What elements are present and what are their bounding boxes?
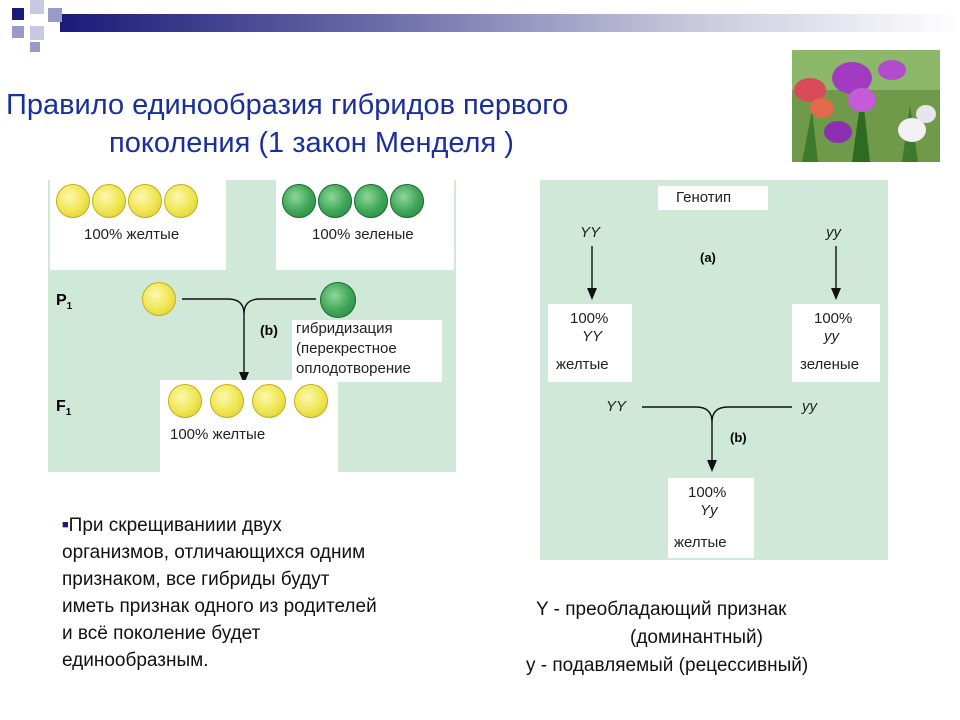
hybrid-result-box: 100% Yy желтые [668, 478, 754, 558]
phenotype-diagram: 100% желтые 100% зеленые P1 F1 гибридиза… [48, 180, 456, 472]
offspring-pea [252, 384, 286, 418]
yellow-pea [164, 184, 198, 218]
offspring-caption: 100% желтые [170, 426, 266, 443]
hybrid-phenotype: желтые [674, 534, 727, 551]
title-line-2: поколения (1 закон Менделя ) [109, 127, 514, 159]
slide-title: Правило единообразия гибридов первого по… [6, 86, 766, 162]
dominant-parent-percent: 100% [570, 310, 609, 327]
cross-genotype-left: YY [606, 398, 627, 415]
parent-yellow-caption: 100% желтые [84, 226, 180, 243]
cross-genotype-right: yy [802, 398, 817, 415]
rule-line-6: единообразным. [62, 650, 209, 671]
parent-green-box: 100% зеленые [276, 180, 454, 270]
process-line-1: гибридизация [296, 320, 393, 337]
genotype-header: Генотип [676, 189, 732, 206]
green-pea [354, 184, 388, 218]
rule-line-2: организмов, отличающихся одним [62, 542, 366, 563]
dominant-parent-genotype: YY [582, 328, 603, 345]
rule-text: ■При скрещиваниии двух организмов, отлич… [62, 512, 482, 674]
recessive-parent-percent: 100% [814, 310, 853, 327]
cross-yellow-pea [142, 282, 176, 316]
cross-arrow [182, 298, 316, 384]
f1-label: F1 [56, 398, 72, 418]
left-b-label: (b) [260, 322, 278, 338]
rule-line-1: ■При скрещиваниии двух [62, 515, 282, 536]
green-pea [390, 184, 424, 218]
dominant-parent-phenotype: желтые [556, 356, 609, 373]
right-a-label: (a) [700, 250, 716, 265]
green-pea [282, 184, 316, 218]
dominant-parent-box: 100% YY желтые [548, 304, 632, 382]
genotype-diagram: Генотип (a) YY yy 100% YY желтые 100% yy… [540, 180, 888, 560]
sweet-pea-photo [792, 50, 940, 162]
genotype-header-box: Генотип [658, 186, 768, 210]
hybrid-genotype: Yy [700, 502, 718, 519]
parent-genotype-right: yy [826, 224, 841, 241]
offspring-pea [294, 384, 328, 418]
offspring-pea [168, 384, 202, 418]
cross-green-pea [320, 282, 356, 318]
yellow-pea [128, 184, 162, 218]
process-line-3: оплодотворение [296, 360, 411, 377]
legend-line-1: Y - преобладающий признак [536, 599, 787, 620]
recessive-parent-box: 100% yy зеленые [792, 304, 880, 382]
p1-label: P1 [56, 292, 73, 312]
recessive-parent-phenotype: зеленые [800, 356, 860, 373]
yellow-pea [56, 184, 90, 218]
genotype-arrows [587, 246, 841, 472]
rule-line-5: и всё поколение будет [62, 623, 261, 644]
hybrid-percent: 100% [688, 484, 727, 501]
legend-line-3: y - подавляемый (рецессивный) [526, 655, 809, 676]
offspring-box: 100% желтые [160, 380, 338, 472]
process-line-2: (перекрестное [296, 340, 397, 357]
parent-green-caption: 100% зеленые [312, 226, 414, 243]
hybridization-box: гибридизация (перекрестное оплодотворени… [292, 320, 442, 382]
recessive-parent-genotype: yy [824, 328, 839, 345]
rule-line-3: признаком, все гибриды будут [62, 569, 330, 590]
yellow-pea [92, 184, 126, 218]
right-b-label: (b) [730, 430, 747, 445]
legend-line-2: (доминантный) [630, 627, 763, 648]
offspring-pea [210, 384, 244, 418]
bullet-icon: ■ [62, 519, 69, 531]
parent-yellow-box: 100% желтые [50, 180, 226, 270]
rule-line-4: иметь признак одного из родителей [62, 596, 377, 617]
title-line-1: Правило единообразия гибридов первого [6, 89, 569, 121]
header-squares [0, 0, 70, 56]
green-pea [318, 184, 352, 218]
parent-genotype-left: YY [580, 224, 601, 241]
header-gradient-bar [60, 14, 960, 32]
